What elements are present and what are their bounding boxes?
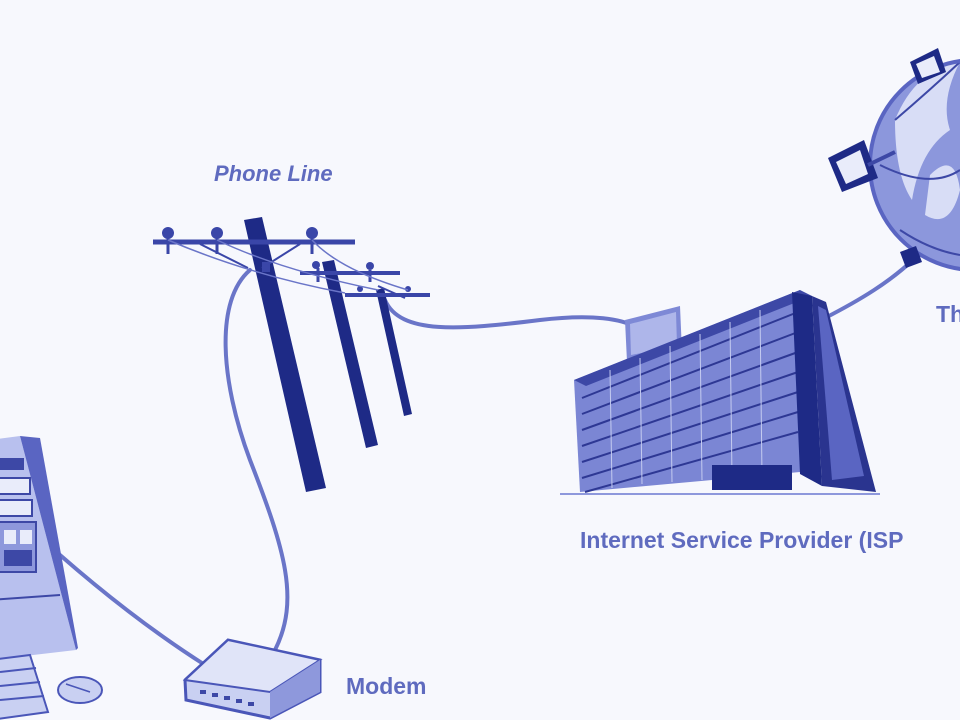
- isp-label: Internet Service Provider (ISP: [580, 527, 904, 553]
- utility-pole-middle: [300, 260, 400, 448]
- mouse-icon: [57, 676, 103, 704]
- utility-pole-icon: [153, 217, 430, 492]
- satellite-dish-icon: [828, 48, 946, 268]
- building-columns: [609, 309, 763, 489]
- satellite-dish-top: [910, 48, 946, 84]
- cable-pole-to-isp: [383, 298, 642, 332]
- pole-wires: [167, 239, 409, 294]
- building-windows: [581, 311, 799, 493]
- cable-pole-to-modem: [223, 268, 290, 652]
- cable-computer-to-modem: [58, 553, 207, 667]
- modem-lights: [200, 690, 254, 706]
- satellite-dish-left: [828, 140, 896, 192]
- modem-icon: [182, 638, 323, 720]
- office-building-icon: [560, 290, 880, 495]
- utility-pole-far: [345, 285, 430, 416]
- modem-label: Modem: [346, 673, 427, 699]
- utility-pole-near: [153, 217, 355, 492]
- computer-icon: [0, 436, 78, 659]
- satellite-dish-bottom: [900, 246, 922, 268]
- cable-isp-to-internet: [823, 256, 917, 320]
- phone-line-label: Phone Line: [214, 161, 333, 186]
- globe-icon: [868, 59, 960, 271]
- internet-label: Th: [936, 301, 960, 327]
- keyboard-icon: [0, 653, 50, 720]
